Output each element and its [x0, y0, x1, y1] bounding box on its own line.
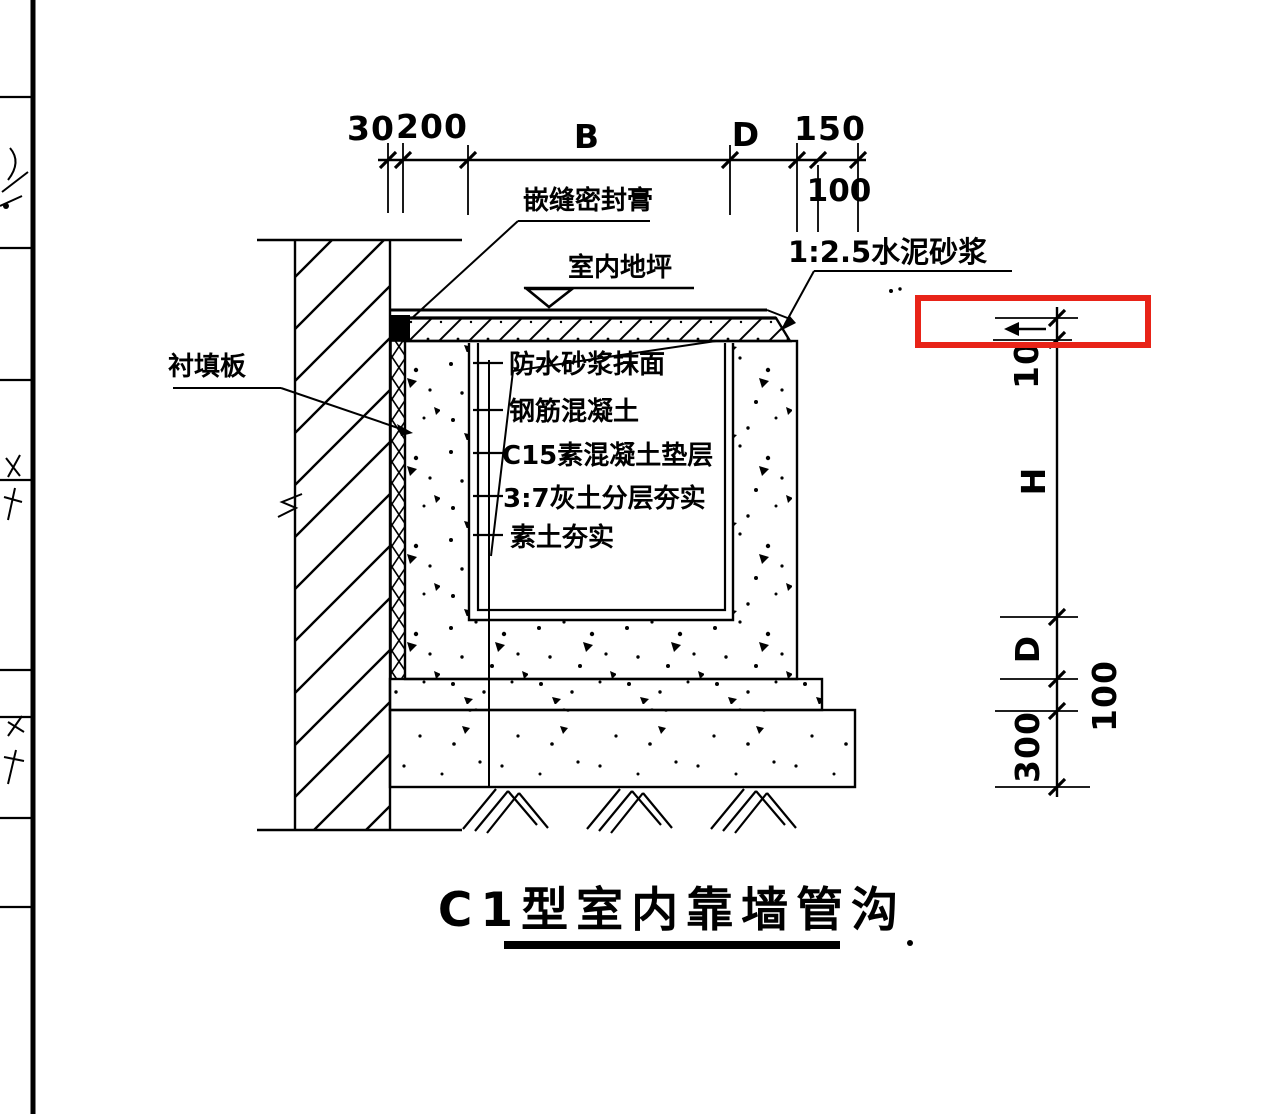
title-underline — [504, 941, 840, 949]
waterproof-finish-label: 防水砂浆抹面 — [509, 349, 665, 380]
lime-soil-layer — [388, 708, 857, 789]
dim-300: 300 — [1008, 711, 1047, 783]
sealant-callout: 嵌缝密封膏 — [410, 185, 653, 320]
right-dimension-chain: 10 H D 100 300 — [889, 287, 1124, 797]
drawing-title-block: C1型室内靠墙管沟 — [438, 883, 913, 949]
top-dimension-chain: 30 200 B D 150 100 — [347, 107, 871, 232]
cement-mortar-callout: 1:2.5水泥砂浆 — [780, 235, 1012, 331]
dim-D-top: D — [732, 115, 760, 154]
page-edge-fragment — [0, 147, 29, 785]
dim-B: B — [574, 117, 600, 156]
liner-board-label: 衬填板 — [168, 352, 246, 382]
highlight-box — [915, 295, 1151, 348]
lime-soil-label: 3:7灰土分层夯实 — [503, 483, 706, 514]
compacted-soil-label: 素土夯实 — [510, 522, 614, 553]
compacted-soil-symbols — [462, 788, 797, 834]
waterproof-finish-line — [476, 343, 727, 612]
material-callouts: 防水砂浆抹面 钢筋混凝土 C15素混凝土垫层 3:7灰土分层夯实 素土夯实 — [473, 340, 717, 786]
floor-level-callout: 室内地坪 — [523, 252, 694, 309]
liner-board-strip — [390, 340, 406, 680]
dim-100-top: 100 — [807, 173, 872, 209]
dim-10: 10 — [1007, 341, 1046, 389]
level-symbol-icon — [523, 287, 576, 309]
sealant-joint — [391, 315, 410, 341]
cover-slab — [401, 316, 793, 343]
reinforced-concrete-label: 钢筋混凝土 — [509, 396, 639, 427]
dim-100-right: 100 — [1085, 660, 1124, 732]
leader-arrow-icon — [780, 315, 796, 331]
dim-150: 150 — [794, 109, 866, 148]
drawing-title: C1型室内靠墙管沟 — [438, 883, 906, 938]
page-edge — [0, 0, 36, 1114]
masonry-wall — [257, 238, 462, 832]
wall-break-mark — [277, 493, 303, 518]
dim-200: 200 — [396, 107, 468, 146]
c15-cushion-layer — [388, 677, 824, 712]
cement-mortar-label: 1:2.5水泥砂浆 — [788, 235, 988, 269]
c15-cushion-label: C15素混凝土垫层 — [502, 441, 713, 471]
dim-30: 30 — [347, 109, 395, 148]
small-dimension-arrow-icon — [1004, 322, 1046, 336]
trench-cavity — [467, 343, 735, 622]
trench-structure — [388, 308, 857, 834]
dim-D-right: D — [1008, 635, 1047, 663]
joint-sealant-label: 嵌缝密封膏 — [523, 185, 653, 216]
indoor-floor-label: 室内地坪 — [568, 252, 672, 283]
dim-H: H — [1014, 467, 1053, 496]
